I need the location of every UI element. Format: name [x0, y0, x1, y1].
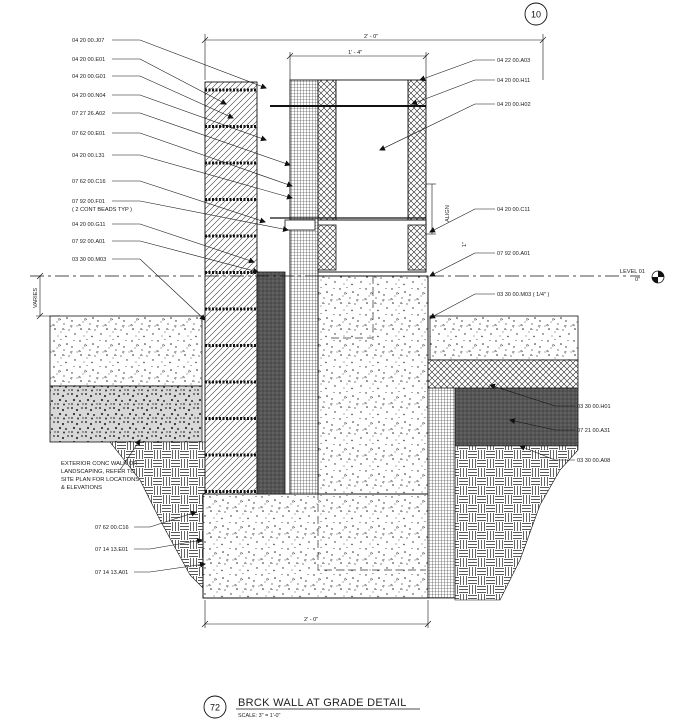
left-tag-leader — [112, 58, 227, 105]
right-tag-leader — [429, 208, 495, 233]
left-tag-leader — [112, 154, 293, 200]
left-tag-leader — [112, 75, 234, 119]
left-tag-leader — [112, 94, 267, 142]
bottom-tag: 07 14 13.A01 — [95, 570, 128, 576]
level-name: LEVEL 01 — [620, 269, 645, 275]
left-tag: 04 20 00.L31 — [72, 153, 105, 159]
dim-overall-top: 2' - 0" — [364, 34, 378, 40]
left-tag: 04 20 00.E01 — [72, 57, 105, 63]
left-tag: ( 2 CONT BEADS TYP ) — [72, 207, 132, 213]
walk-note-line-2: LANDSCAPING, REFER TO — [61, 469, 135, 475]
detail-scale: SCALE: 3" = 1'-0" — [238, 713, 281, 719]
left-tags: 04 20 00.J07 04 20 00.E01 04 20 00.G01 04 2… — [72, 38, 132, 263]
right-tag: 04 20 00.H02 — [497, 102, 531, 108]
ground-right — [454, 445, 579, 601]
slab-right — [429, 315, 579, 361]
walk-note-line-4: & ELEVATIONS — [61, 485, 102, 491]
right-tag: 07 92 00.A01 — [497, 251, 530, 257]
left-tag: 07 27 26.A02 — [72, 111, 105, 117]
dimension-bottom — [201, 600, 432, 628]
dimension-align — [426, 183, 436, 235]
walk-note-leader — [119, 439, 141, 471]
left-leaders — [112, 39, 293, 321]
left-tag-leader — [112, 112, 291, 167]
right-tag-leader — [509, 418, 575, 431]
left-tag: 07 62 00.C16 — [72, 179, 106, 185]
bottom-tag-leader — [134, 537, 203, 550]
dim-varies: VARIES — [33, 288, 39, 308]
landscape-soil-left — [49, 315, 203, 387]
left-tag: 07 92 00.F01 — [72, 199, 105, 205]
dim-align: ALIGN — [445, 205, 451, 222]
right-tags: 04 22 00.A03 04 20 00.H11 04 20 00.H02 04 2… — [497, 58, 611, 464]
right-tag: 03 30 00.H01 — [577, 404, 611, 410]
sheet-marker-bubble — [524, 2, 548, 26]
right-tag-leader — [429, 293, 495, 319]
left-tag-leader — [112, 180, 266, 224]
right-leaders — [379, 59, 575, 461]
detail-number-bubble — [203, 695, 227, 719]
footing — [202, 493, 429, 599]
right-tag-leader — [429, 252, 495, 277]
rigid-insulation-right — [427, 359, 456, 599]
gravel-walk — [49, 385, 203, 443]
sheet-marker-number: 10 — [531, 10, 541, 20]
bond-beam-right — [407, 224, 427, 271]
left-tag: 03 30 00.M03 — [72, 257, 106, 263]
bottom-tags: 07 62 00.C16 07 14 13.E01 07 14 13.A01 — [95, 525, 129, 576]
left-tag: 07 62 00.E01 — [72, 131, 105, 137]
right-tag: 04 22 00.A03 — [497, 58, 530, 64]
walk-note-line-3: SITE PLAN FOR LOCATIONS — [61, 477, 139, 483]
left-tag: 04 20 00.G01 — [72, 74, 106, 80]
detail-title: BRCK WALL AT GRADE DETAIL — [238, 697, 407, 709]
bottom-tag-leader — [134, 561, 206, 573]
right-tag: 03 30 00.A08 — [577, 458, 610, 464]
left-tag-leader — [112, 132, 293, 188]
bottom-tag: 07 14 13.E01 — [95, 547, 128, 553]
right-tag: 07 21 00.A31 — [577, 428, 610, 434]
gravel-right — [454, 387, 579, 447]
level-value: 0" — [635, 277, 640, 283]
right-tag: 03 30 00.M03 ( 1/4" ) — [497, 292, 549, 298]
right-tag-leader — [379, 103, 495, 151]
left-tag: 04 20 00.N04 — [72, 93, 106, 99]
right-tag-leader — [419, 59, 495, 82]
bottom-tag: 07 62 00.C16 — [95, 525, 129, 531]
bottom-leaders — [134, 510, 206, 573]
brick-veneer — [204, 81, 258, 495]
slab-edge — [427, 359, 579, 389]
left-tag-leader — [112, 258, 206, 321]
bond-beam-left — [317, 224, 337, 271]
right-tag: 04 20 00.H11 — [497, 78, 530, 84]
level-01-marker — [651, 270, 665, 284]
left-tag-leader — [112, 240, 259, 274]
dim-inner-top: 1' - 4" — [348, 50, 362, 56]
right-tag-leader — [489, 383, 575, 407]
detail-number: 72 — [210, 703, 220, 713]
left-tag: 07 92 00.A01 — [72, 239, 105, 245]
left-tag: 04 20 00.J07 — [72, 38, 104, 44]
dim-small: 1" — [462, 242, 468, 247]
left-tag: 04 20 00.G11 — [72, 222, 106, 228]
dimension-top — [201, 34, 547, 80]
left-tag-leader — [112, 39, 267, 90]
drainage-mat — [256, 271, 286, 495]
right-tag-leader — [411, 79, 495, 106]
left-tag-leader — [112, 200, 289, 232]
right-tag-leader — [519, 445, 575, 461]
dimension-varies — [36, 272, 60, 320]
right-tag: 04 20 00.C11 — [497, 207, 530, 213]
weep-flashing — [284, 219, 316, 231]
cmu-grid-left — [289, 79, 319, 495]
bottom-tag-leader — [134, 510, 197, 528]
walk-note-line-1: EXTERIOR CONC WALK OR — [61, 461, 137, 467]
left-tag-leader — [112, 223, 255, 264]
dim-overall-bottom: 2' - 0" — [304, 617, 318, 623]
